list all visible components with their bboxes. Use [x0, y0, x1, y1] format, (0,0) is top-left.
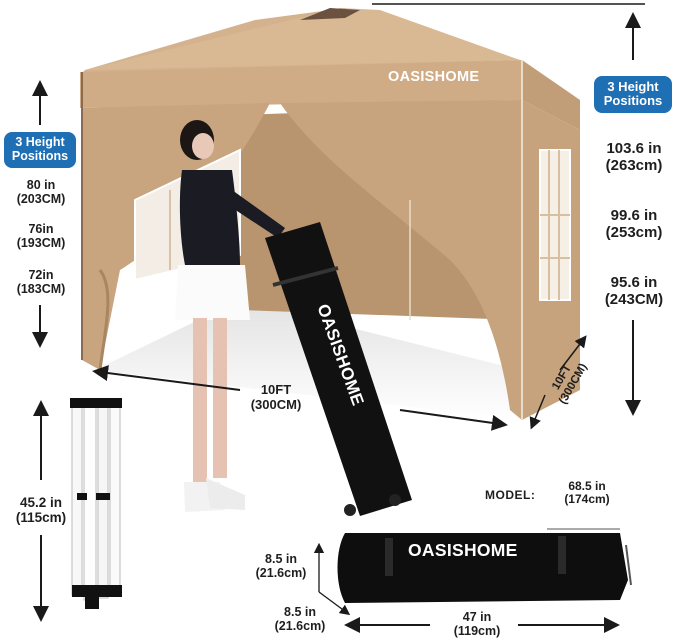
height-cm: (263cm) — [605, 156, 663, 174]
horizontal-bag-brand-logo: OASISHOME — [408, 540, 518, 560]
width-ft: 10FT — [260, 382, 292, 397]
folded-frame — [70, 398, 122, 609]
standing-carry-bag — [265, 222, 412, 516]
model-length-label: 68.5 in (174cm) — [556, 479, 618, 507]
height-in: 76in — [28, 222, 54, 236]
model-cm: (174cm) — [564, 492, 610, 507]
model-in: 68.5 in — [568, 479, 606, 493]
canopy-brand-logo: OASISHOME — [388, 69, 480, 85]
height-in: 95.6 in — [610, 274, 658, 291]
left-height-positions-badge: 3 Height Positions — [4, 132, 76, 168]
horizontal-carry-bag — [337, 533, 632, 603]
bag-height-cm: (21.6cm) — [255, 566, 307, 580]
bag-height-label: 8.5 in (21.6cm) — [248, 552, 314, 580]
right-height-103-6in: 103.6 in (263cm) — [589, 140, 679, 175]
right-height-arrow — [372, 3, 645, 416]
model-label: MODEL: — [485, 488, 536, 502]
height-in: 99.6 in — [610, 207, 658, 224]
left-height-76in: 76in (193CM) — [2, 222, 80, 250]
width-dimension-label: 10FT (300CM) — [236, 382, 316, 412]
height-in: 72in — [28, 268, 54, 282]
left-height-80in: 80 in (203CM) — [2, 178, 80, 206]
depth-dimension-arrow — [529, 335, 587, 430]
bag-depth-in: 8.5 in — [284, 605, 316, 619]
bag-length-cm: (119cm) — [453, 624, 501, 638]
height-cm: (183CM) — [16, 282, 66, 296]
height-cm: (193CM) — [16, 236, 66, 250]
right-height-99-6in: 99.6 in (253cm) — [589, 207, 679, 242]
bag-depth-label: 8.5 in (21.6cm) — [264, 605, 336, 633]
person-figure — [175, 120, 285, 512]
bag-length-in: 47 in — [462, 610, 492, 624]
right-height-95-6in: 95.6 in (243CM) — [589, 274, 679, 309]
height-cm: (253cm) — [605, 223, 663, 241]
left-height-72in: 72in (183CM) — [2, 268, 80, 296]
folded-frame-height-label: 45.2 in (115cm) — [0, 495, 82, 525]
height-in: 80 in — [26, 178, 56, 192]
bag-length-label: 47 in (119cm) — [444, 610, 510, 638]
badge-line-2: Positions — [603, 93, 663, 109]
badge-line-1: 3 Height — [607, 79, 659, 94]
width-dimension-arrow — [92, 365, 508, 431]
bag-depth-cm: (21.6cm) — [274, 619, 326, 633]
height-cm: (203CM) — [16, 192, 66, 206]
height-in: 103.6 in — [606, 140, 662, 157]
bag-dimension-arrows — [313, 542, 620, 633]
bag-height-in: 8.5 in — [265, 552, 297, 566]
width-cm: (300CM) — [250, 396, 302, 412]
height-cm: (243CM) — [604, 290, 664, 308]
badge-line-1: 3 Height — [15, 135, 65, 149]
frame-in: 45.2 in — [19, 495, 63, 510]
frame-cm: (115cm) — [15, 510, 67, 526]
badge-line-2: Positions — [11, 148, 69, 163]
right-height-positions-badge: 3 Height Positions — [594, 76, 672, 113]
